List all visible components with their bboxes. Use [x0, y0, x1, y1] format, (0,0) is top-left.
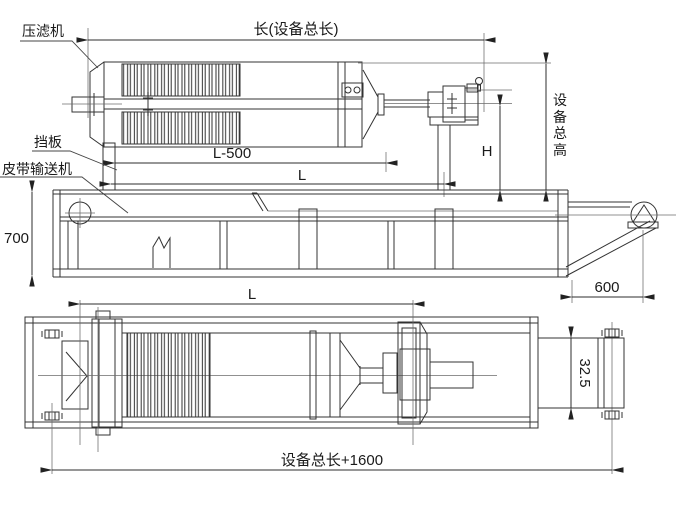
belt-deflector [251, 192, 269, 212]
conveyor-side-view [52, 189, 676, 278]
pulley-strut [565, 220, 657, 277]
dim-l-plan: L [248, 286, 256, 303]
filter-press-label: 压滤机 [22, 23, 64, 39]
movable-plate-plan [329, 332, 341, 418]
dim-l-side: L [298, 167, 306, 184]
bearing-block [604, 328, 620, 338]
plan-view-dimensions: L 32.5 设备总长+1600 [40, 286, 624, 473]
filter-plate-pack-top [121, 63, 241, 97]
tail-roller-plan [61, 340, 89, 410]
break-mark [152, 235, 171, 268]
dim-h: H [482, 143, 493, 160]
filter-plate-pack-bottom [121, 111, 241, 145]
pressure-gauge [475, 77, 483, 85]
cylinder-flange [427, 91, 444, 118]
plan-view [24, 300, 625, 474]
filter-plate-pack-plan [126, 332, 211, 418]
bearing-block [604, 410, 620, 420]
belt-conveyor-label: 皮带输送机 [2, 161, 72, 177]
filter-press-side-view [62, 61, 551, 191]
baffle-label: 挡板 [34, 134, 62, 150]
dim-total-height: 设备总高 [553, 92, 567, 158]
dim-total-length: 长(设备总长) [254, 21, 339, 38]
conveyor-dimensions: 700 600 [4, 180, 655, 303]
head-roller-plan [597, 337, 625, 409]
bearing-block [44, 329, 60, 339]
piston-rod-plan [429, 361, 474, 389]
head-plate-plan [91, 318, 123, 428]
dim-roller-width: 32.5 [576, 358, 593, 387]
dim-overall-length: 设备总长+1600 [281, 452, 383, 469]
cylinder-bracket-plan [397, 321, 421, 425]
callout-labels: 压滤机 挡板 皮带输送机 [0, 23, 129, 214]
side-view-dimensions: 长(设备总长) L-500 L H [76, 21, 549, 202]
dim-600: 600 [594, 279, 619, 296]
cylinder-support-leg [437, 125, 451, 190]
dim-l-minus-500: L-500 [213, 145, 251, 162]
dim-700: 700 [4, 230, 29, 247]
